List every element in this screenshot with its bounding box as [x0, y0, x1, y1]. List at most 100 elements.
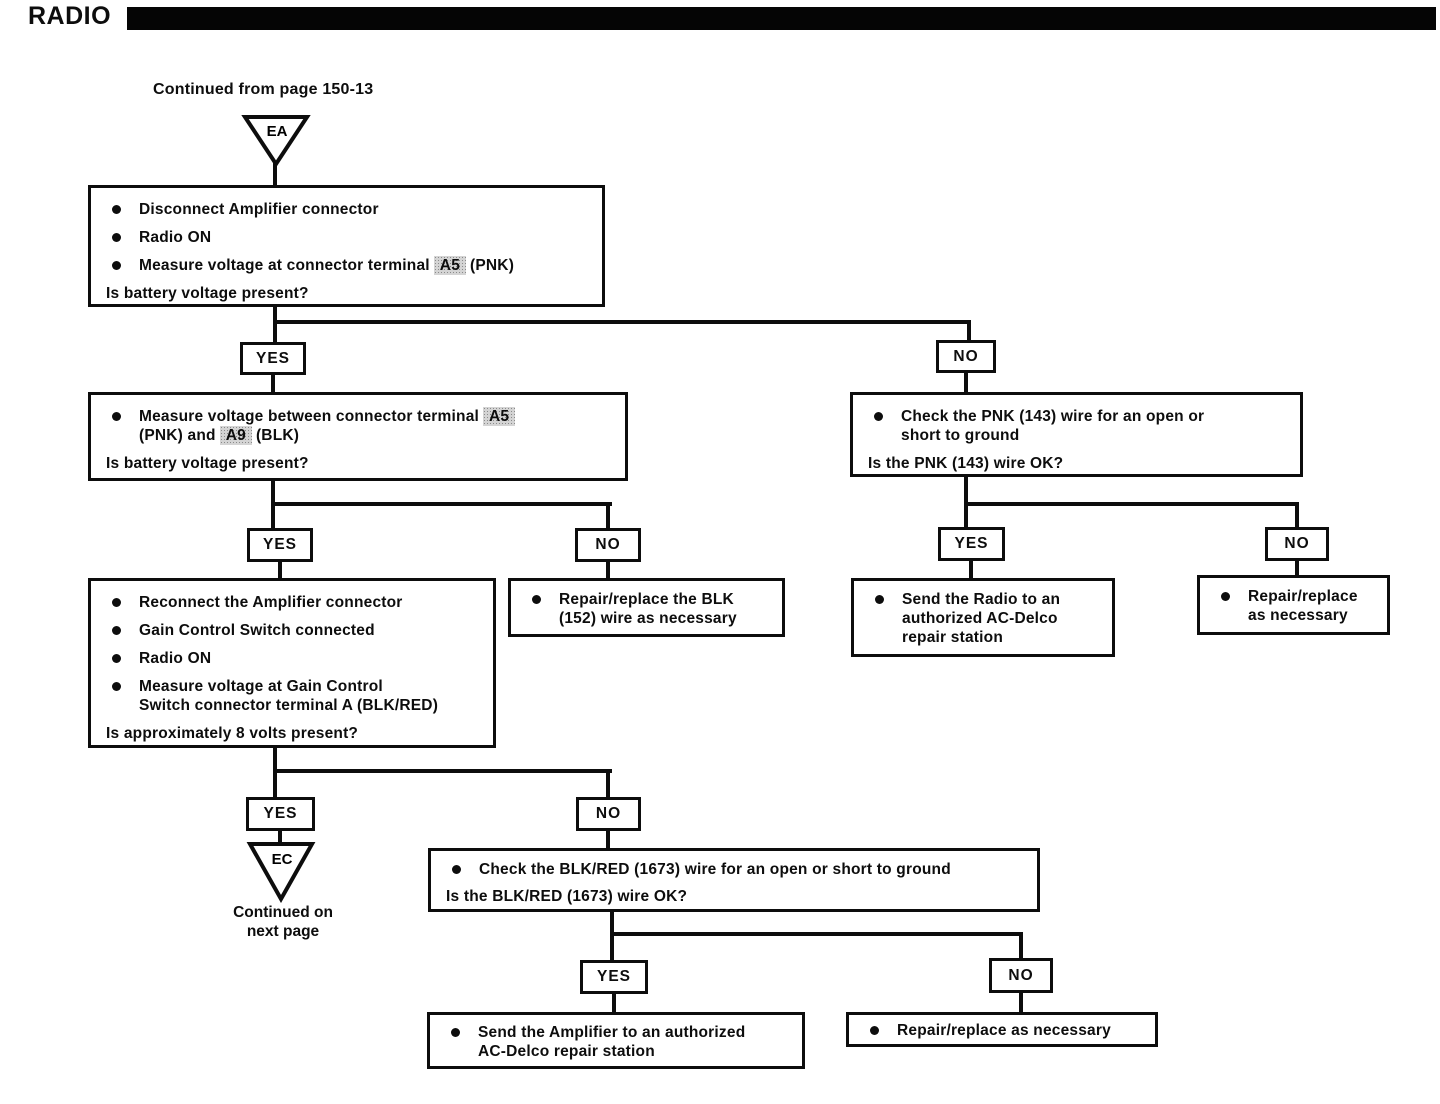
bullet-text-line: as necessary — [1248, 607, 1348, 624]
bullet-text: Check the BLK/RED (1673) wire for an ope… — [479, 861, 951, 878]
bullet-text-part: (PNK) and — [139, 427, 216, 444]
continued-on-note: Continued on next page — [205, 903, 361, 941]
bullet-text: Radio ON — [139, 650, 212, 667]
bullet-item: Gain Control Switch connected — [91, 621, 493, 640]
bullet-icon — [875, 595, 884, 604]
branch-label-yes-5: YES — [580, 960, 648, 994]
decision-box-blkred-wire: Check the BLK/RED (1673) wire for an ope… — [428, 848, 1040, 912]
connector-line — [964, 502, 1299, 506]
connector-line — [273, 320, 971, 324]
bullet-icon — [112, 412, 121, 421]
bullet-text-line: short to ground — [901, 427, 1020, 444]
connector-line — [1019, 991, 1023, 1014]
connector-line — [273, 769, 612, 773]
connector-line — [964, 371, 968, 394]
connector-line — [278, 829, 282, 846]
bullet-text: Disconnect Amplifier connector — [139, 201, 379, 218]
branch-label-yes-1: YES — [240, 342, 306, 375]
bullet-item: Disconnect Amplifier connector — [91, 200, 602, 219]
bullet-item: Repair/replace as necessary — [1200, 587, 1387, 625]
decision-box-connector-voltage: Disconnect Amplifier connector Radio ON … — [88, 185, 605, 307]
bullet-text: Measure voltage between connector termin… — [139, 407, 519, 445]
branch-label-no-4: NO — [576, 797, 641, 831]
bullet-text-part: Measure voltage between connector termin… — [139, 408, 480, 425]
connector-line — [1295, 502, 1299, 529]
branch-label-yes-2: YES — [247, 528, 313, 562]
bullet-item: Check the BLK/RED (1673) wire for an ope… — [431, 860, 1037, 879]
bullet-text: Send the Radio to an authorized AC-Delco… — [902, 590, 1060, 647]
bullet-text-line: authorized AC-Delco — [902, 610, 1058, 627]
branch-label-yes-3: YES — [938, 527, 1005, 561]
bullet-item: Measure voltage between connector termin… — [91, 407, 625, 445]
bullet-icon — [452, 865, 461, 874]
bullet-text-line: Send the Amplifier to an authorized — [478, 1024, 746, 1041]
bullet-icon — [1221, 592, 1230, 601]
bullet-icon — [112, 654, 121, 663]
page-title: RADIO — [28, 2, 112, 30]
bullet-text: Repair/replace as necessary — [1248, 587, 1358, 625]
bullet-text: Measure voltage at Gain Control Switch c… — [139, 677, 438, 715]
bullet-item: Reconnect the Amplifier connector — [91, 593, 493, 612]
decision-box-pnk-wire: Check the PNK (143) wire for an open or … — [850, 392, 1303, 477]
connector-line — [964, 474, 968, 529]
bullet-text-line: Check the PNK (143) wire for an open or — [901, 408, 1205, 425]
connector-line — [273, 162, 277, 186]
connector-line — [606, 560, 610, 580]
connector-line — [271, 373, 275, 394]
bullet-icon — [112, 205, 121, 214]
action-box-repair-replace-right: Repair/replace as necessary — [1197, 575, 1390, 635]
question-text: Is the PNK (143) wire OK? — [868, 455, 1064, 472]
question-text: Is approximately 8 volts present? — [106, 725, 359, 742]
connector-line — [278, 560, 282, 580]
page-connector-ec-label: EC — [272, 851, 293, 868]
decision-box-terminal-voltage: Measure voltage between connector termin… — [88, 392, 628, 481]
bullet-item: Check the PNK (143) wire for an open or … — [853, 407, 1300, 445]
connector-line — [606, 502, 610, 530]
connector-line — [1019, 932, 1023, 960]
bullet-item: Radio ON — [91, 649, 493, 668]
bullet-item: Send the Radio to an authorized AC-Delco… — [854, 590, 1112, 647]
bullet-icon — [112, 233, 121, 242]
bullet-text-line: (152) wire as necessary — [559, 610, 737, 627]
bullet-text-part: (PNK) — [470, 257, 515, 274]
connector-line — [612, 992, 616, 1014]
question-text: Is the BLK/RED (1673) wire OK? — [446, 888, 688, 905]
bullet-text: Repair/replace as necessary — [897, 1022, 1111, 1039]
bullet-text-part: Measure voltage at connector terminal — [139, 257, 430, 274]
bullet-text-line: Send the Radio to an — [902, 591, 1061, 608]
bullet-icon — [112, 626, 121, 635]
action-box-send-amplifier: Send the Amplifier to an authorized AC-D… — [427, 1012, 805, 1069]
bullet-text-line: Switch connector terminal A (BLK/RED) — [139, 697, 439, 714]
connector-line — [1295, 559, 1299, 577]
terminal-highlight: A5 — [433, 256, 467, 275]
bullet-item: Repair/replace the BLK (152) wire as nec… — [511, 590, 782, 628]
bullet-icon — [870, 1026, 879, 1035]
connector-line — [271, 502, 612, 506]
bullet-item: Radio ON — [91, 228, 602, 247]
connector-line — [273, 305, 277, 343]
question-text: Is battery voltage present? — [106, 455, 309, 472]
connector-line — [606, 829, 610, 850]
bullet-text-line: Measure voltage between connector termin… — [139, 407, 519, 426]
branch-label-no-3: NO — [1265, 527, 1329, 561]
action-box-send-radio: Send the Radio to an authorized AC-Delco… — [851, 578, 1115, 657]
terminal-highlight: A9 — [219, 426, 252, 445]
branch-label-yes-4: YES — [246, 797, 315, 831]
bullet-text-line: AC-Delco repair station — [478, 1043, 655, 1060]
bullet-icon — [112, 682, 121, 691]
bullet-text: Repair/replace the BLK (152) wire as nec… — [559, 590, 737, 628]
bullet-text: Radio ON — [139, 229, 212, 246]
bullet-item: Repair/replace as necessary — [849, 1021, 1155, 1040]
header-rule-bar — [127, 7, 1436, 30]
bullet-icon — [112, 598, 121, 607]
action-box-repair-blk-wire: Repair/replace the BLK (152) wire as nec… — [508, 578, 785, 637]
bullet-text: Send the Amplifier to an authorized AC-D… — [478, 1023, 745, 1061]
bullet-icon — [532, 595, 541, 604]
bullet-text: Reconnect the Amplifier connector — [139, 594, 403, 611]
page-connector-ea-icon: EA — [241, 115, 311, 168]
bullet-text-line: repair station — [902, 629, 1003, 646]
connector-line — [606, 769, 610, 799]
bullet-item: Send the Amplifier to an authorized AC-D… — [430, 1023, 802, 1061]
